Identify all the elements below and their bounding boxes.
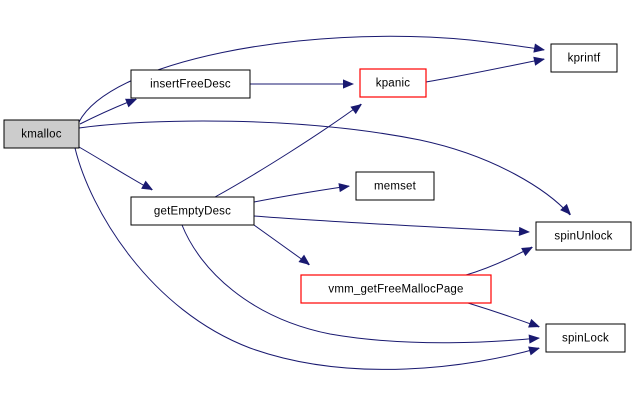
edge-kmalloc-to-spinUnlock [78, 120, 571, 216]
edge-arrowhead [528, 346, 540, 356]
graph-node-kmalloc[interactable]: kmallockmalloc [3, 119, 80, 149]
edges-layer [74, 35, 571, 370]
edge-hit-area [466, 247, 532, 275]
edge-line [425, 58, 545, 83]
graph-node-insertFreeDesc[interactable]: insertFreeDescinsertFreeDesc [130, 69, 251, 99]
edge-arrowhead [343, 79, 354, 89]
edge-arrowhead [141, 180, 153, 190]
edge-vmm_getFreeMallocPage-to-spinLock [467, 302, 540, 328]
node-box[interactable] [359, 68, 427, 98]
node-box[interactable] [130, 69, 251, 99]
edge-arrowhead [298, 254, 310, 265]
node-box[interactable] [535, 221, 632, 251]
edge-getEmptyDesc-to-memset [253, 185, 350, 203]
graph-node-vmm_getFreeMallocPage[interactable]: vmm_getFreeMallocPagevmm_getFreeMallocPa… [300, 274, 492, 304]
graph-node-spinUnlock[interactable]: spinUnlockspinUnlock [535, 221, 632, 251]
edge-kmalloc-to-spinLock [74, 147, 540, 370]
edge-line [214, 103, 362, 198]
edge-getEmptyDesc-to-kpanic [214, 103, 362, 198]
edge-hit-area [254, 186, 349, 202]
edge-arrowhead [350, 104, 362, 115]
edge-arrowhead [125, 98, 137, 108]
node-box[interactable] [355, 171, 435, 201]
edge-arrowhead [560, 203, 571, 215]
graph-node-kprintf[interactable]: kprintfkprintf [550, 43, 618, 73]
edge-line [181, 224, 540, 344]
edge-hit-area [254, 216, 529, 232]
node-box[interactable] [545, 323, 626, 353]
graph-node-memset[interactable]: memsetmemset [355, 171, 435, 201]
edge-getEmptyDesc-to-spinLock [181, 224, 540, 344]
edge-hit-area [468, 303, 539, 327]
edge-line [78, 120, 571, 216]
edge-arrowhead [528, 334, 540, 344]
node-box[interactable] [3, 119, 80, 149]
graph-node-kpanic[interactable]: kpanickpanic [359, 68, 427, 98]
edge-line [253, 215, 530, 233]
graph-node-getEmptyDesc[interactable]: getEmptyDescgetEmptyDesc [130, 196, 255, 226]
edge-kpanic-to-kprintf [425, 58, 545, 83]
edge-arrowhead [338, 183, 350, 193]
edge-arrowhead [533, 56, 545, 66]
edge-hit-area [426, 59, 544, 82]
edge-getEmptyDesc-to-spinUnlock [253, 215, 530, 233]
edge-vmm_getFreeMallocPage-to-spinUnlock [465, 246, 533, 276]
edge-line [74, 147, 540, 370]
edge-hit-area [75, 148, 539, 369]
edge-arrowhead [533, 43, 545, 53]
edge-arrowhead [518, 226, 530, 237]
node-box[interactable] [300, 274, 492, 304]
edge-line [78, 35, 545, 123]
graph-node-spinLock[interactable]: spinLockspinLock [545, 323, 626, 353]
edge-arrowhead [528, 318, 540, 328]
node-box[interactable] [130, 196, 255, 226]
edge-arrowhead [521, 247, 533, 257]
nodes-layer: kmallockmalloc insertFreeDescinsertFreeDe… [3, 43, 632, 353]
node-box[interactable] [550, 43, 618, 73]
edge-kmalloc-to-kprintf [78, 35, 545, 123]
